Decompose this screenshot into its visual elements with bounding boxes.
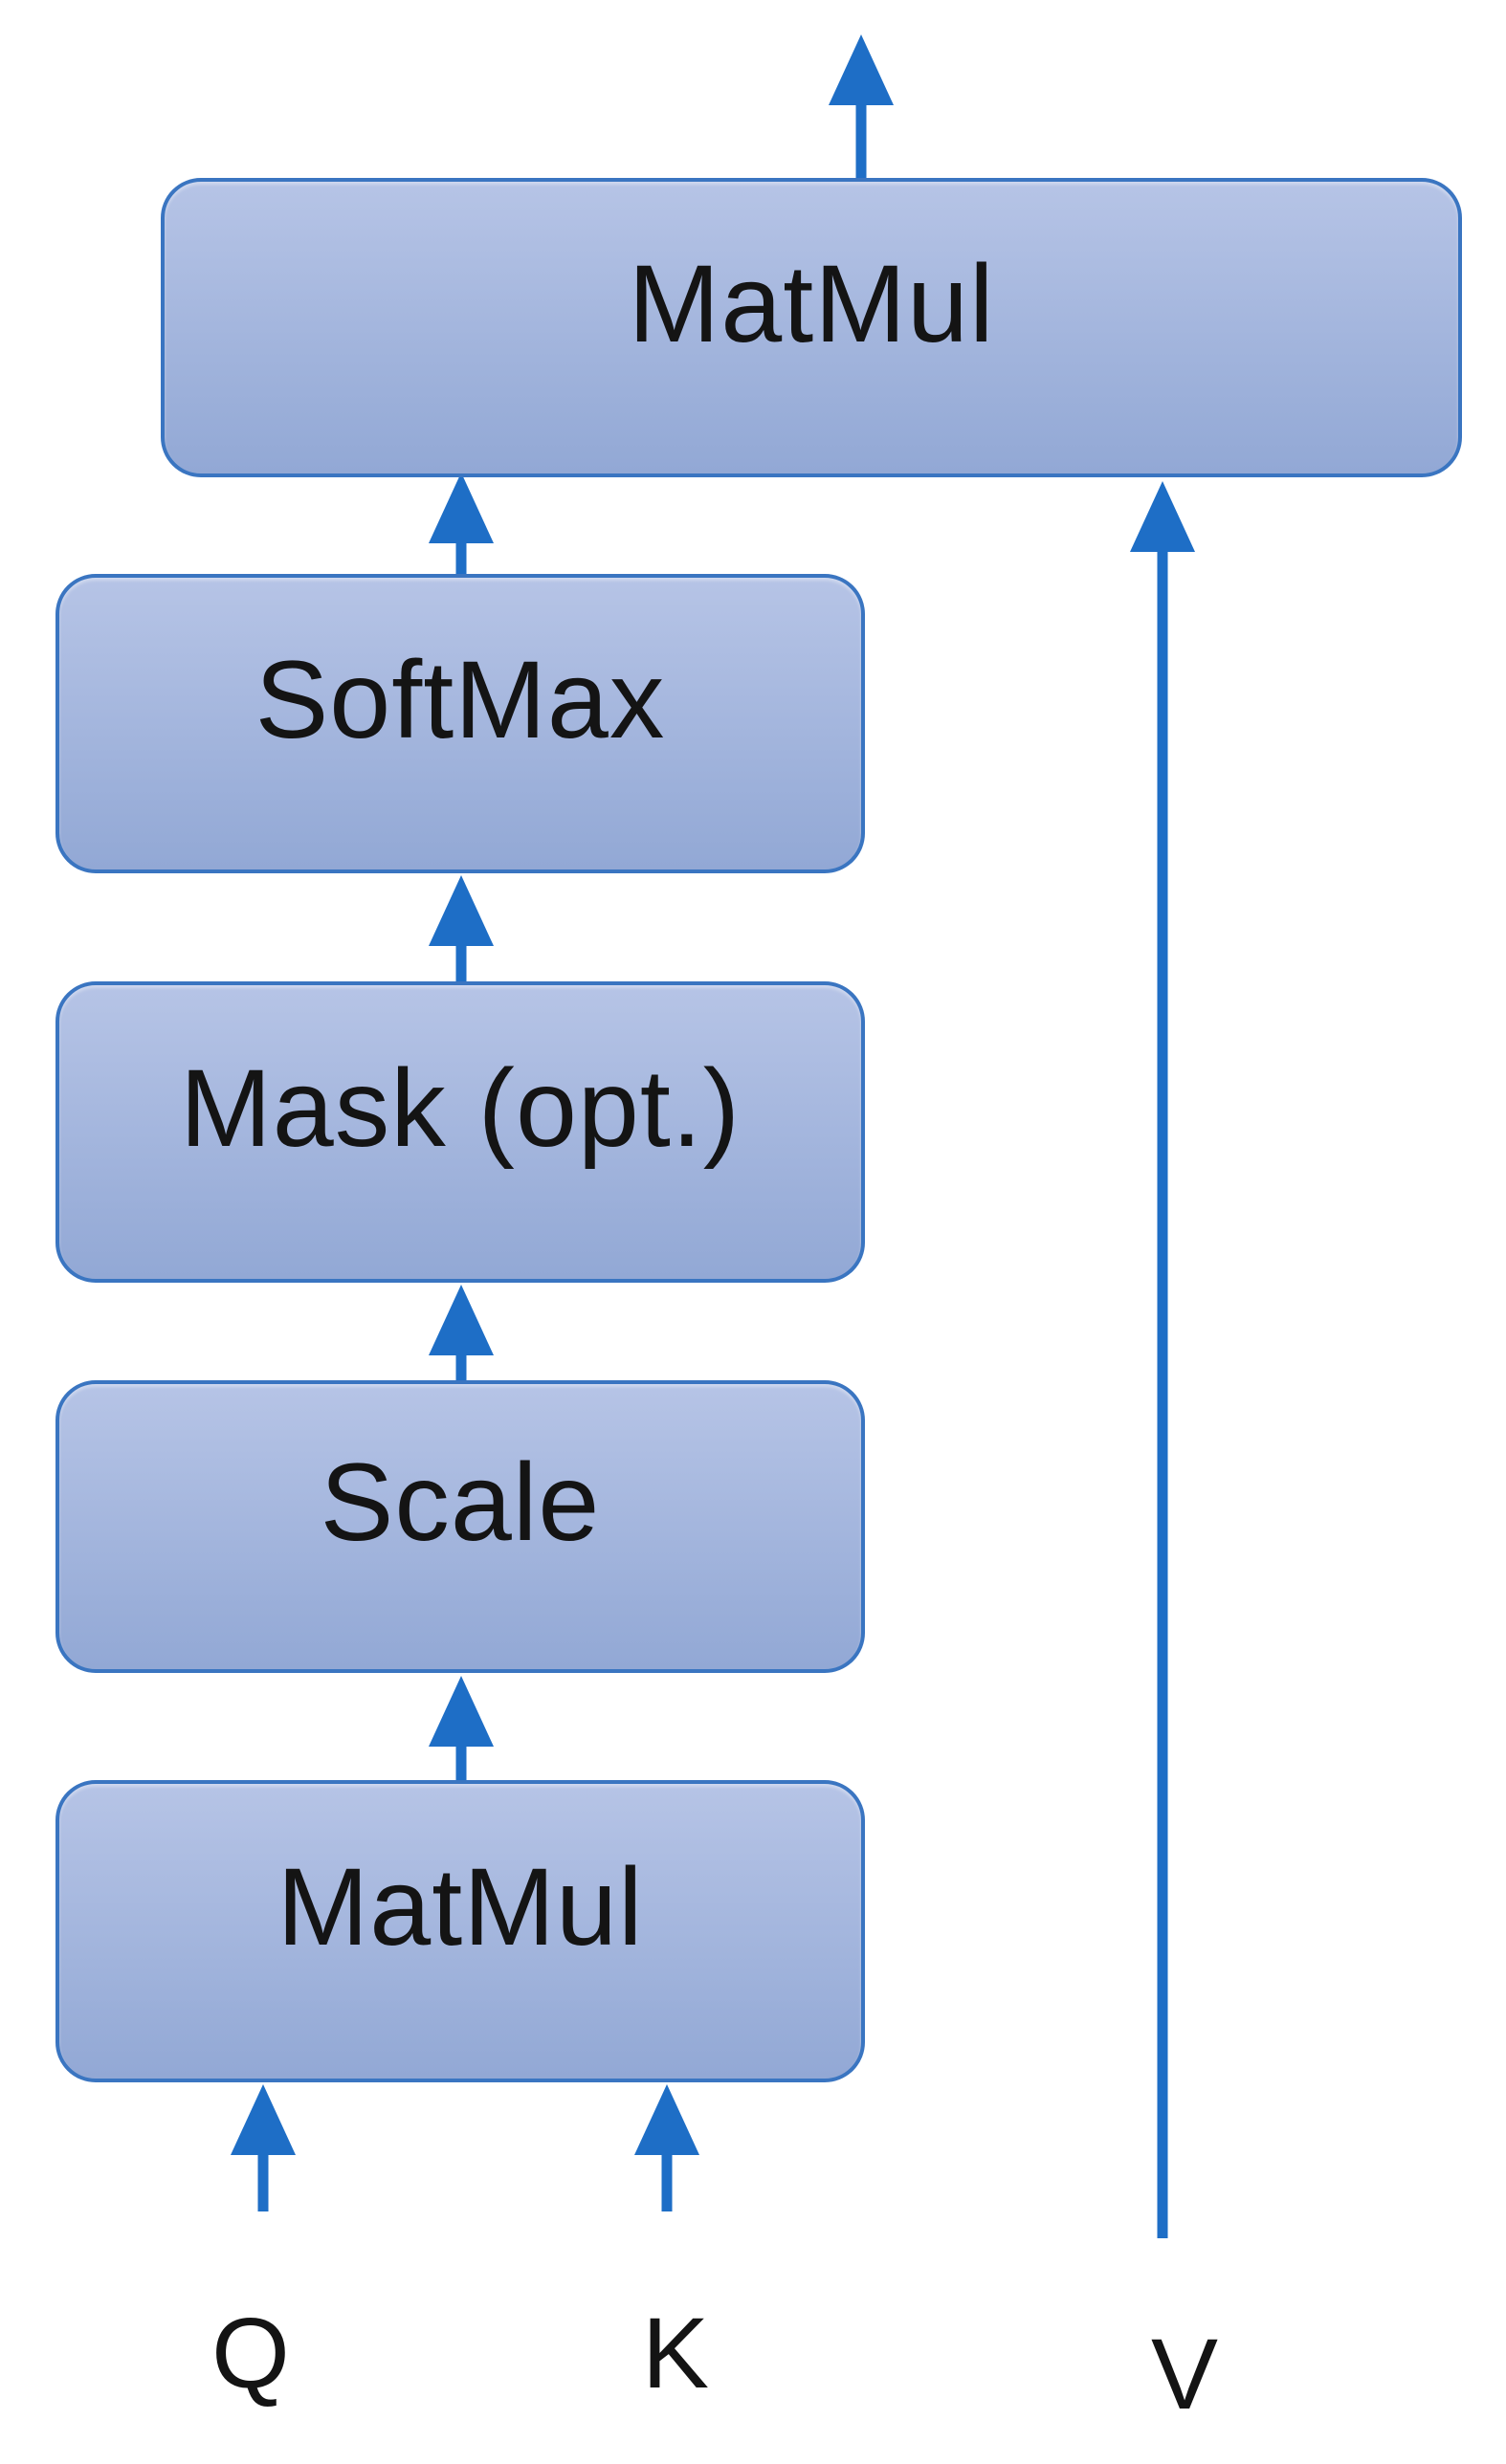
arrow-softmax-to-matmul-icon	[429, 473, 494, 574]
input-label-q: Q	[211, 2298, 290, 2409]
node-softmax: SoftMax	[55, 574, 865, 873]
node-mask: Mask (opt.)	[55, 981, 865, 1283]
arrow-scale-to-mask-icon	[429, 1285, 494, 1380]
node-matmul-bottom: MatMul	[55, 1780, 865, 2082]
arrow-input-v-icon	[1130, 481, 1195, 2238]
node-matmul-bottom-label: MatMul	[277, 1846, 644, 1969]
node-scale: Scale	[55, 1380, 865, 1673]
node-mask-label: Mask (opt.)	[179, 1046, 742, 1170]
arrow-output-icon	[829, 34, 894, 178]
node-softmax-label: SoftMax	[255, 638, 666, 761]
input-label-v: V	[1150, 2319, 1219, 2431]
node-matmul-top: MatMul	[161, 178, 1462, 477]
node-scale-label: Scale	[320, 1441, 601, 1564]
arrow-input-k-icon	[634, 2084, 699, 2211]
node-matmul-top-label: MatMul	[628, 242, 995, 365]
arrow-matmul-to-scale-icon	[429, 1676, 494, 1780]
input-label-k: K	[641, 2298, 710, 2409]
arrow-mask-to-softmax-icon	[429, 875, 494, 981]
arrow-input-q-icon	[231, 2084, 296, 2211]
